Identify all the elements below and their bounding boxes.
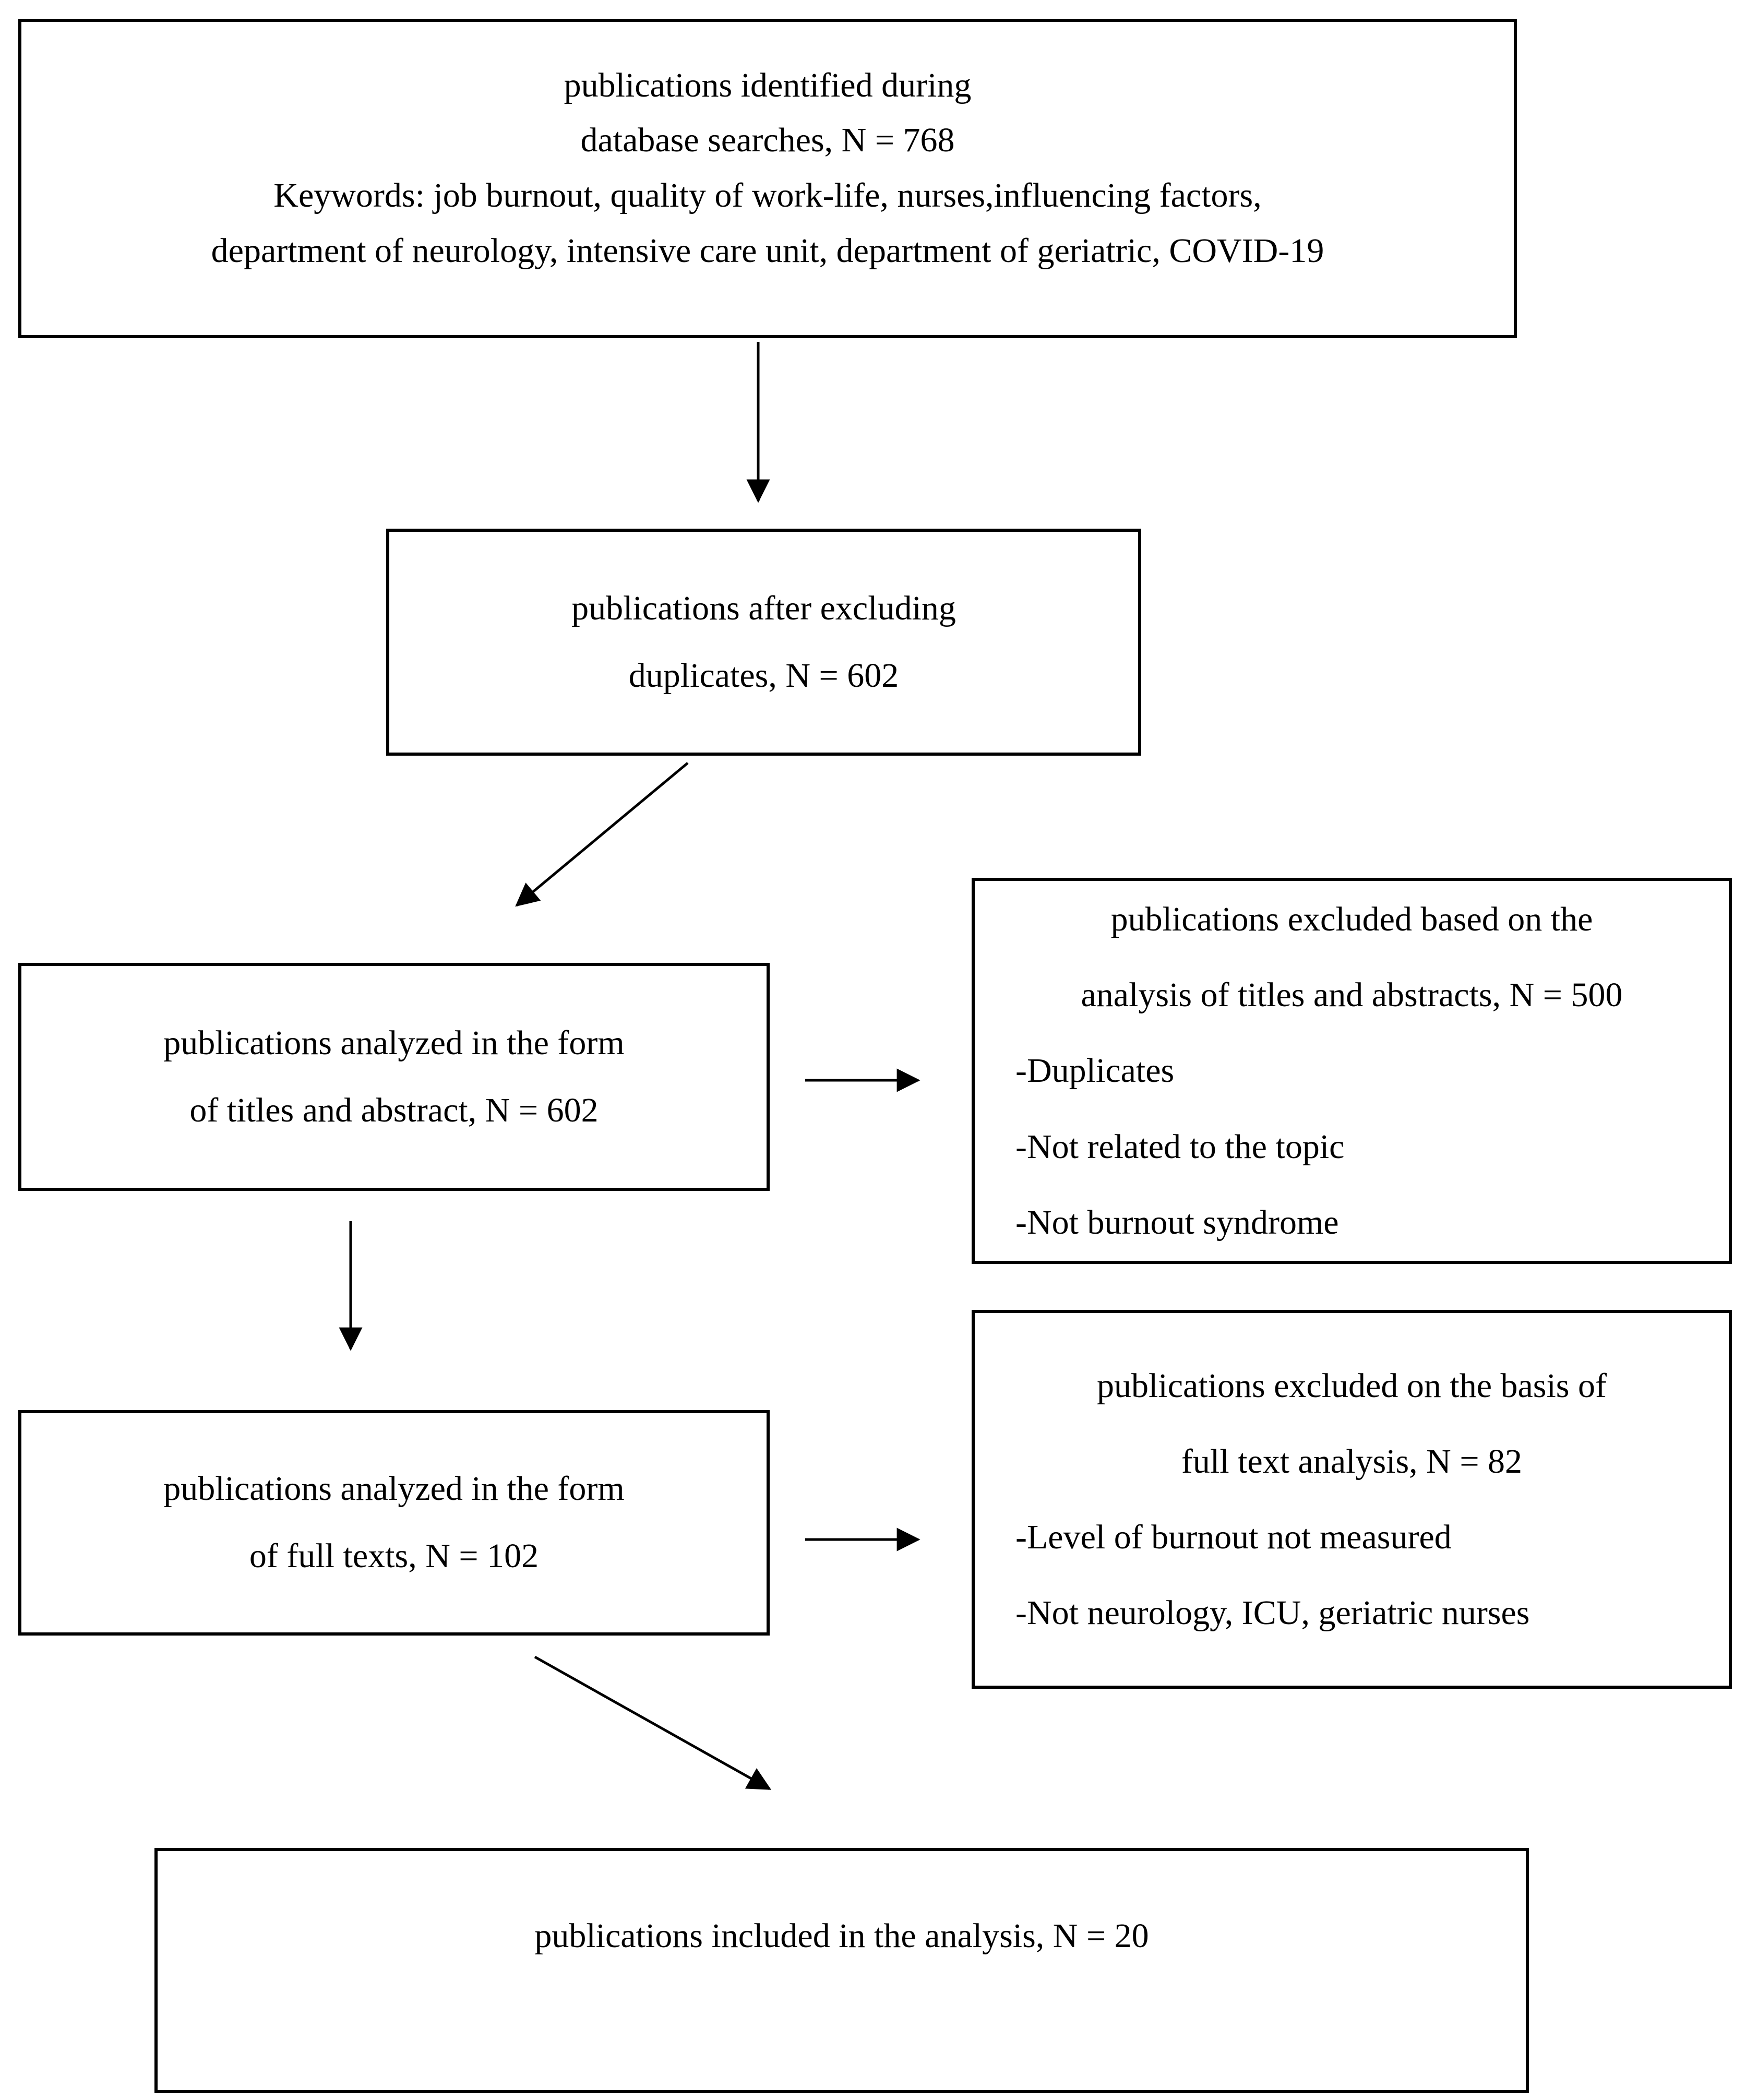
exclusion-reason: -Not neurology, ICU, geriatric nurses (1015, 1594, 1530, 1632)
exclusion-reason: -Not burnout syndrome (1015, 1203, 1339, 1242)
box-text-line: publications identified during (564, 66, 972, 104)
box-text-line: publications included in the analysis, N… (534, 1917, 1149, 1955)
box-text-line: publications excluded based on the (1110, 900, 1593, 939)
box-text-line: publications analyzed in the form (163, 1023, 625, 1062)
box-after-excluding-duplicates: publications after excluding duplicates,… (386, 529, 1141, 756)
box-text-line: analysis of titles and abstracts, N = 50… (1081, 976, 1623, 1015)
box-included-in-analysis: publications included in the analysis, N… (154, 1848, 1529, 2093)
box-text-line: duplicates, N = 602 (628, 656, 899, 695)
exclusion-reason: -Not related to the topic (1015, 1127, 1345, 1166)
box-text-line: full text analysis, N = 82 (1181, 1442, 1523, 1481)
exclusion-reason: -Duplicates (1015, 1052, 1175, 1090)
exclusion-reason: -Level of burnout not measured (1015, 1518, 1452, 1556)
box-text-line: of titles and abstract, N = 602 (189, 1091, 599, 1129)
box-excluded-full-text: publications excluded on the basis of fu… (972, 1310, 1732, 1689)
box-text-line: database searches, N = 768 (580, 121, 955, 160)
box-analyzed-full-texts: publications analyzed in the form of ful… (18, 1410, 770, 1636)
box-text-line: publications after excluding (571, 589, 956, 627)
arrow-dedup-to-titles (515, 762, 689, 907)
box-excluded-titles-abstracts: publications excluded based on the analy… (972, 878, 1732, 1264)
box-publications-identified: publications identified during database … (18, 19, 1517, 338)
box-analyzed-titles-abstract: publications analyzed in the form of tit… (18, 963, 770, 1191)
box-text-line: publications analyzed in the form (163, 1470, 625, 1508)
box-text-line: of full texts, N = 102 (249, 1537, 539, 1575)
arrow-fulltexts-to-included (534, 1655, 772, 1791)
box-text-line: Keywords: job burnout, quality of work-l… (273, 176, 1262, 214)
box-text-line: publications excluded on the basis of (1097, 1366, 1607, 1405)
box-text-line: department of neurology, intensive care … (211, 231, 1324, 270)
